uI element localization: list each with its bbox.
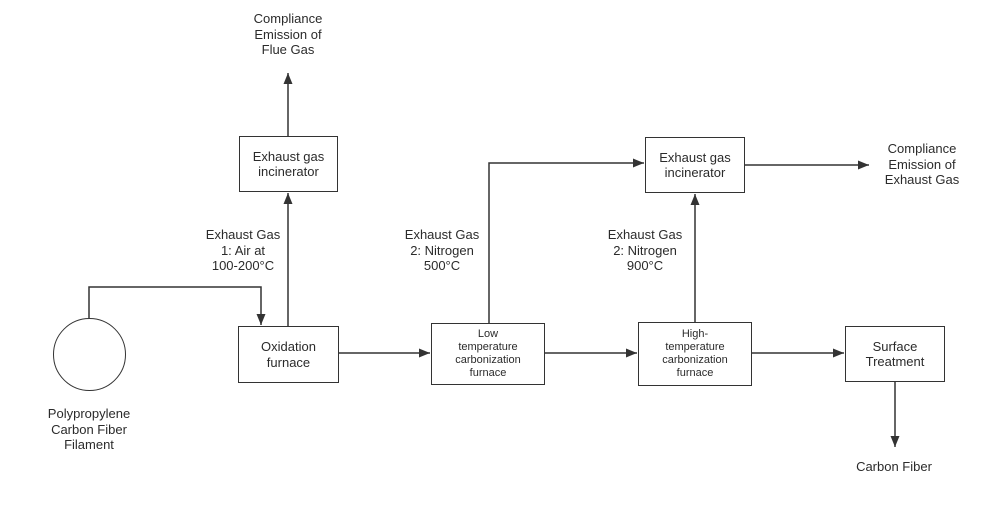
connector-filament-to-oxidation bbox=[88, 286, 266, 325]
exhaust-gas-1-stream-label: Exhaust Gas 1: Air at 100-200°C bbox=[205, 227, 281, 273]
exhaust-gas-incinerator-left-node: Exhaust gas incinerator bbox=[239, 136, 338, 192]
low-temperature-carbonization-furnace-node: Low temperature carbonization furnace bbox=[431, 323, 545, 385]
flue-gas-compliance-emission-label: Compliance Emission of Flue Gas bbox=[253, 11, 323, 57]
exhaust-gas-incinerator-right-node: Exhaust gas incinerator bbox=[645, 137, 745, 193]
exhaust-gas-2-900c-stream-label: Exhaust Gas 2: Nitrogen 900°C bbox=[607, 227, 683, 273]
exhaust-gas-compliance-emission-label: Compliance Emission of Exhaust Gas bbox=[884, 141, 960, 187]
polypropylene-filament-label: Polypropylene Carbon Fiber Filament bbox=[47, 406, 131, 452]
exhaust-gas-2-500c-stream-label: Exhaust Gas 2: Nitrogen 500°C bbox=[404, 227, 480, 273]
carbon-fiber-output-label: Carbon Fiber bbox=[856, 459, 932, 474]
surface-treatment-node: Surface Treatment bbox=[845, 326, 945, 382]
connector-low-temp-to-incinerator-right bbox=[488, 158, 644, 323]
oxidation-furnace-node: Oxidation furnace bbox=[238, 326, 339, 383]
high-temperature-carbonization-furnace-node: High- temperature carbonization furnace bbox=[638, 322, 752, 386]
filament-source-node bbox=[53, 318, 126, 391]
